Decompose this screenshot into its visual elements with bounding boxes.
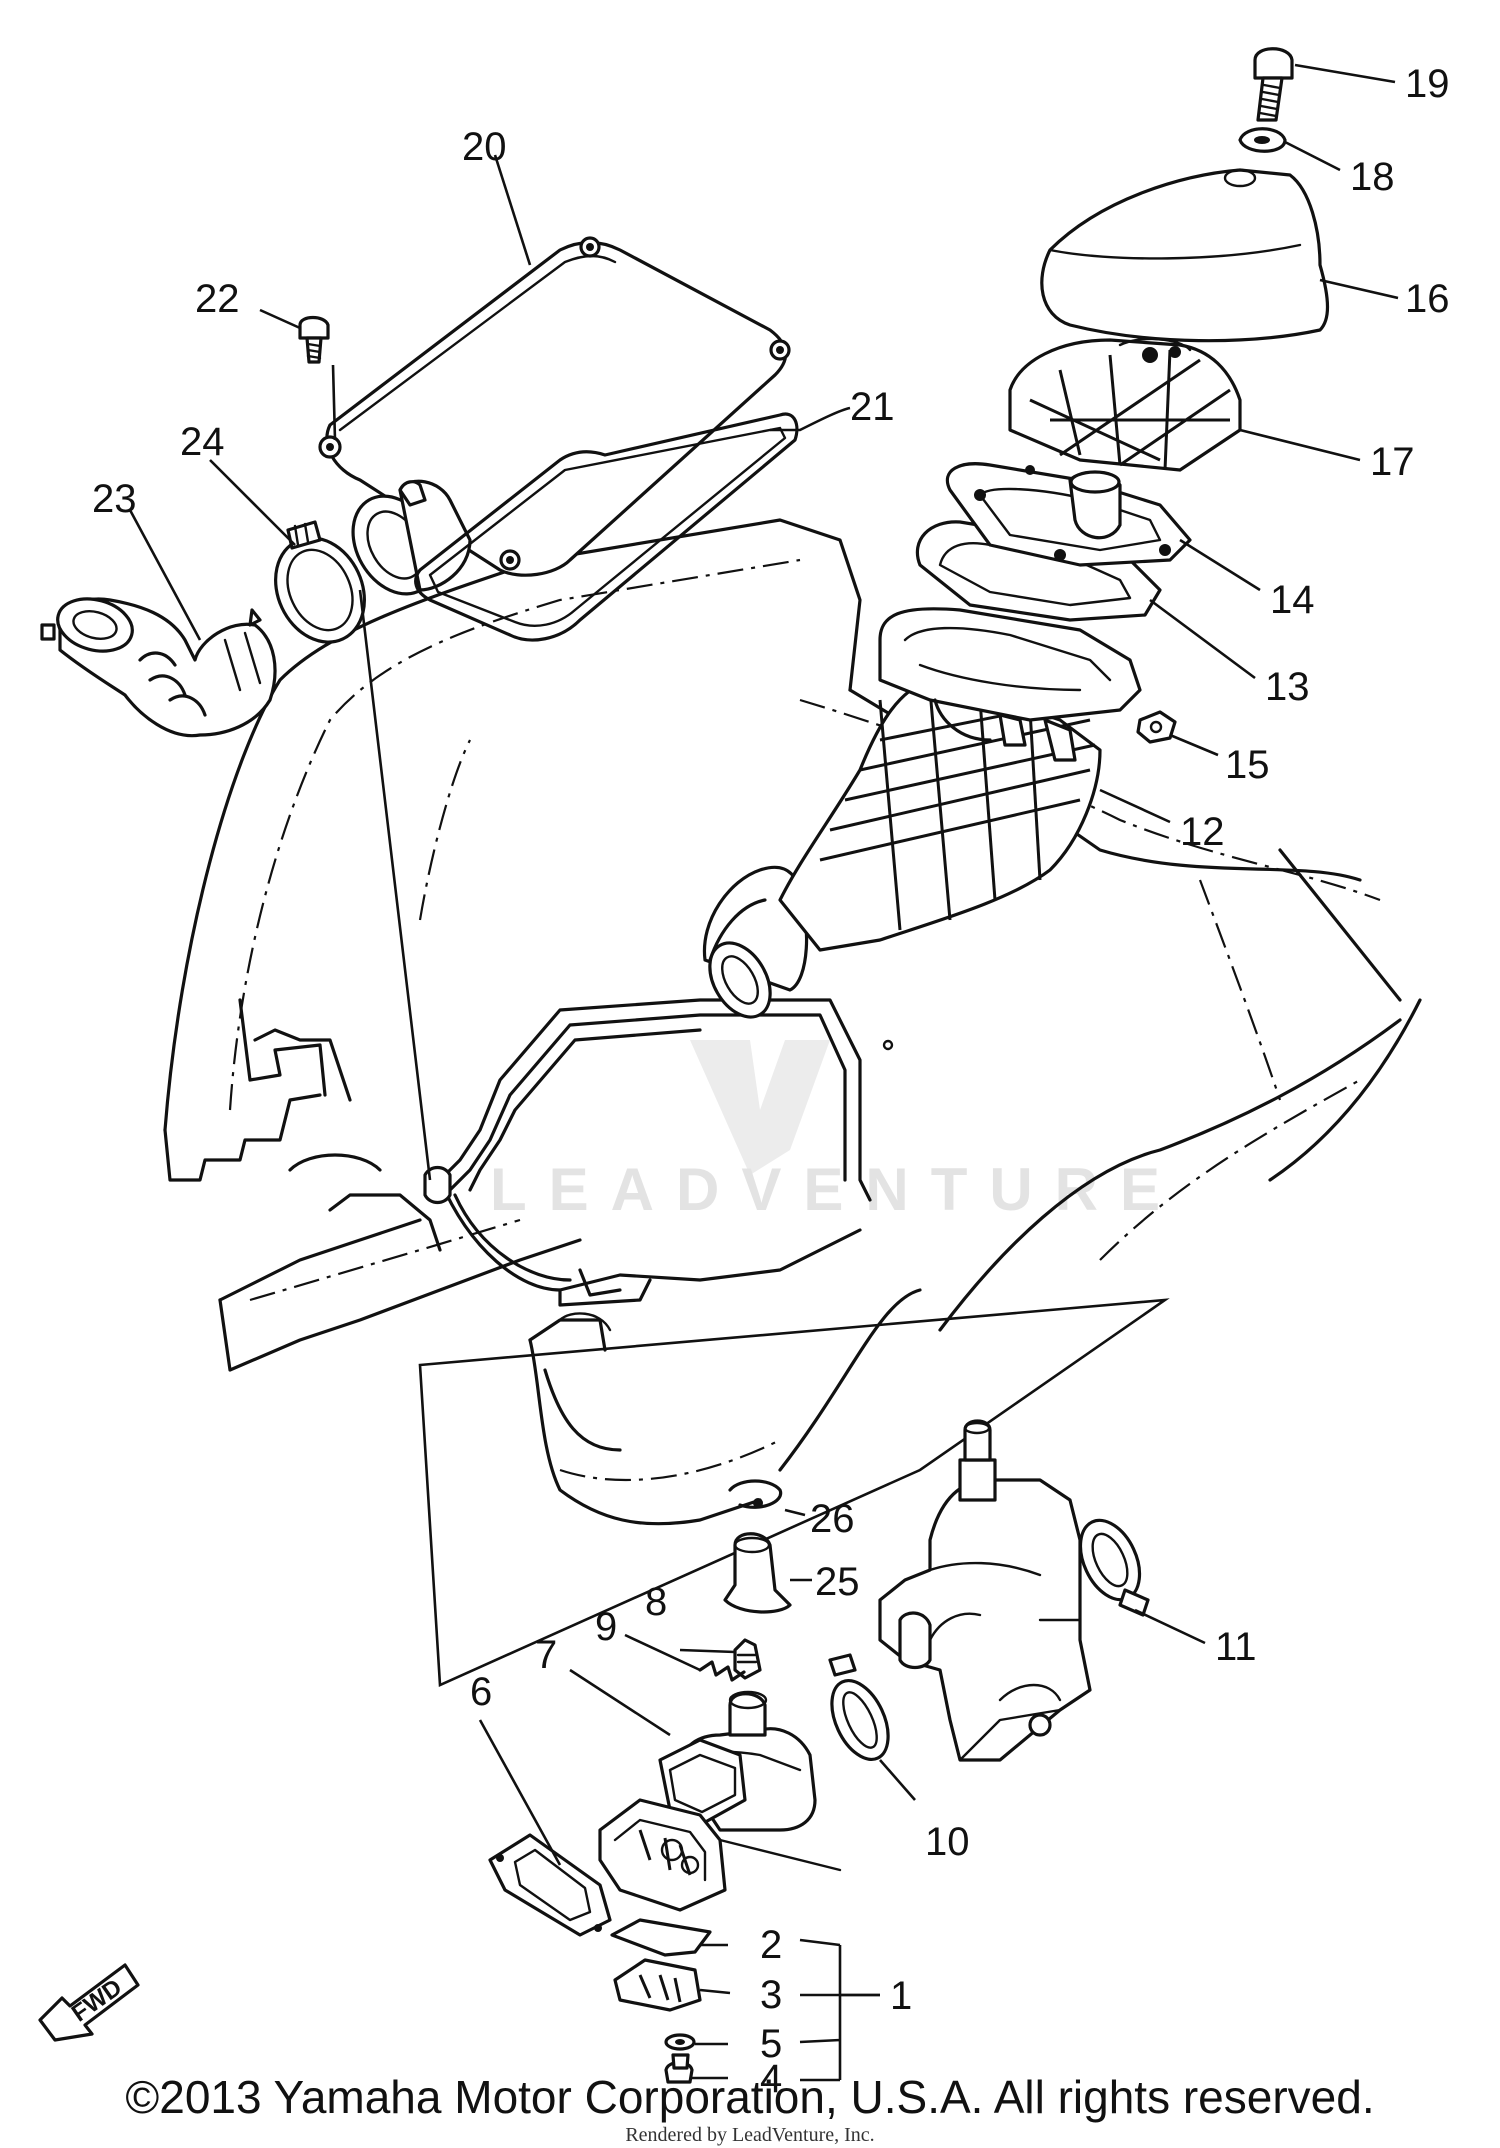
part-label-6: 6 (470, 1670, 492, 1714)
part-label-13: 13 (1265, 665, 1310, 709)
rubber-boot (723, 1532, 792, 1614)
filter-cover (1040, 168, 1330, 343)
long-bolt (1253, 47, 1294, 122)
part-label-14: 14 (1270, 578, 1315, 622)
carb-clamp (1078, 1518, 1150, 1617)
reed-stopper (613, 1958, 702, 2012)
air-box-opening (423, 998, 894, 1307)
spring (698, 1660, 746, 1682)
part-label-23: 23 (92, 477, 137, 521)
part-label-16: 16 (1405, 277, 1450, 321)
lock-washer (664, 2033, 696, 2051)
part-label-19: 19 (1405, 62, 1450, 106)
air-box-cover (318, 236, 791, 596)
elbow-hose (40, 597, 277, 738)
part-label-22: 22 (195, 277, 240, 321)
watermark: LEADVENTURE (490, 1040, 1160, 1223)
alignment-line (331, 364, 432, 1181)
reed-screw (664, 2053, 694, 2084)
part-label-9: 9 (595, 1605, 617, 1649)
cover-bolt (298, 315, 330, 364)
part-label-2: 2 (760, 1923, 782, 1967)
part-label-26: 26 (810, 1497, 855, 1541)
carburetor (878, 1419, 1092, 1762)
part-label-25: 25 (815, 1560, 860, 1604)
carb-clamp-lower (828, 1653, 890, 1761)
washer (1238, 127, 1287, 153)
part-label-20: 20 (462, 125, 507, 169)
hull-body (163, 518, 1422, 1526)
filter-cage (1008, 337, 1242, 472)
part-label-24: 24 (180, 420, 225, 464)
part-label-11: 11 (1215, 1625, 1257, 1669)
part-label-17: 17 (1370, 440, 1415, 484)
intake-duct (702, 607, 1142, 1019)
copyright-notice: ©2013 Yamaha Motor Corporation, U.S.A. A… (125, 2071, 1375, 2123)
part-label-21: 21 (850, 385, 895, 429)
rendered-by-notice: Rendered by LeadVenture, Inc. (625, 2124, 875, 2146)
part-label-3: 3 (760, 1973, 782, 2017)
nut (1136, 710, 1177, 744)
reed-valve-assembly (598, 1798, 842, 1912)
part-label-8: 8 (645, 1580, 667, 1624)
part-label-4: 4 (760, 2057, 782, 2101)
flange-gasket (915, 520, 1162, 622)
part-numbers: 1 2 3 4 5 6 7 8 9 10 11 12 13 14 15 16 1… (92, 62, 1450, 2101)
part-label-7: 7 (535, 1633, 557, 1677)
part-label-12: 12 (1180, 810, 1225, 854)
cover-gasket (414, 412, 799, 642)
hose-clamp-upper (274, 520, 366, 644)
filter-base-plate (945, 462, 1192, 567)
clip (728, 1479, 783, 1509)
part-label-1: 1 (890, 1974, 912, 2018)
leader-lines (128, 63, 1399, 2082)
screw (733, 1638, 762, 1680)
part-label-10: 10 (925, 1820, 970, 1864)
reed-petal (610, 1918, 712, 1957)
reed-valve-housing (658, 1690, 817, 1832)
part-label-5: 5 (760, 2022, 782, 2066)
part-label-18: 18 (1350, 155, 1395, 199)
part-label-15: 15 (1225, 743, 1270, 787)
reed-gasket (488, 1833, 612, 1937)
fwd-arrow: FWD (38, 1963, 140, 2042)
group-frame (418, 1298, 1170, 1687)
